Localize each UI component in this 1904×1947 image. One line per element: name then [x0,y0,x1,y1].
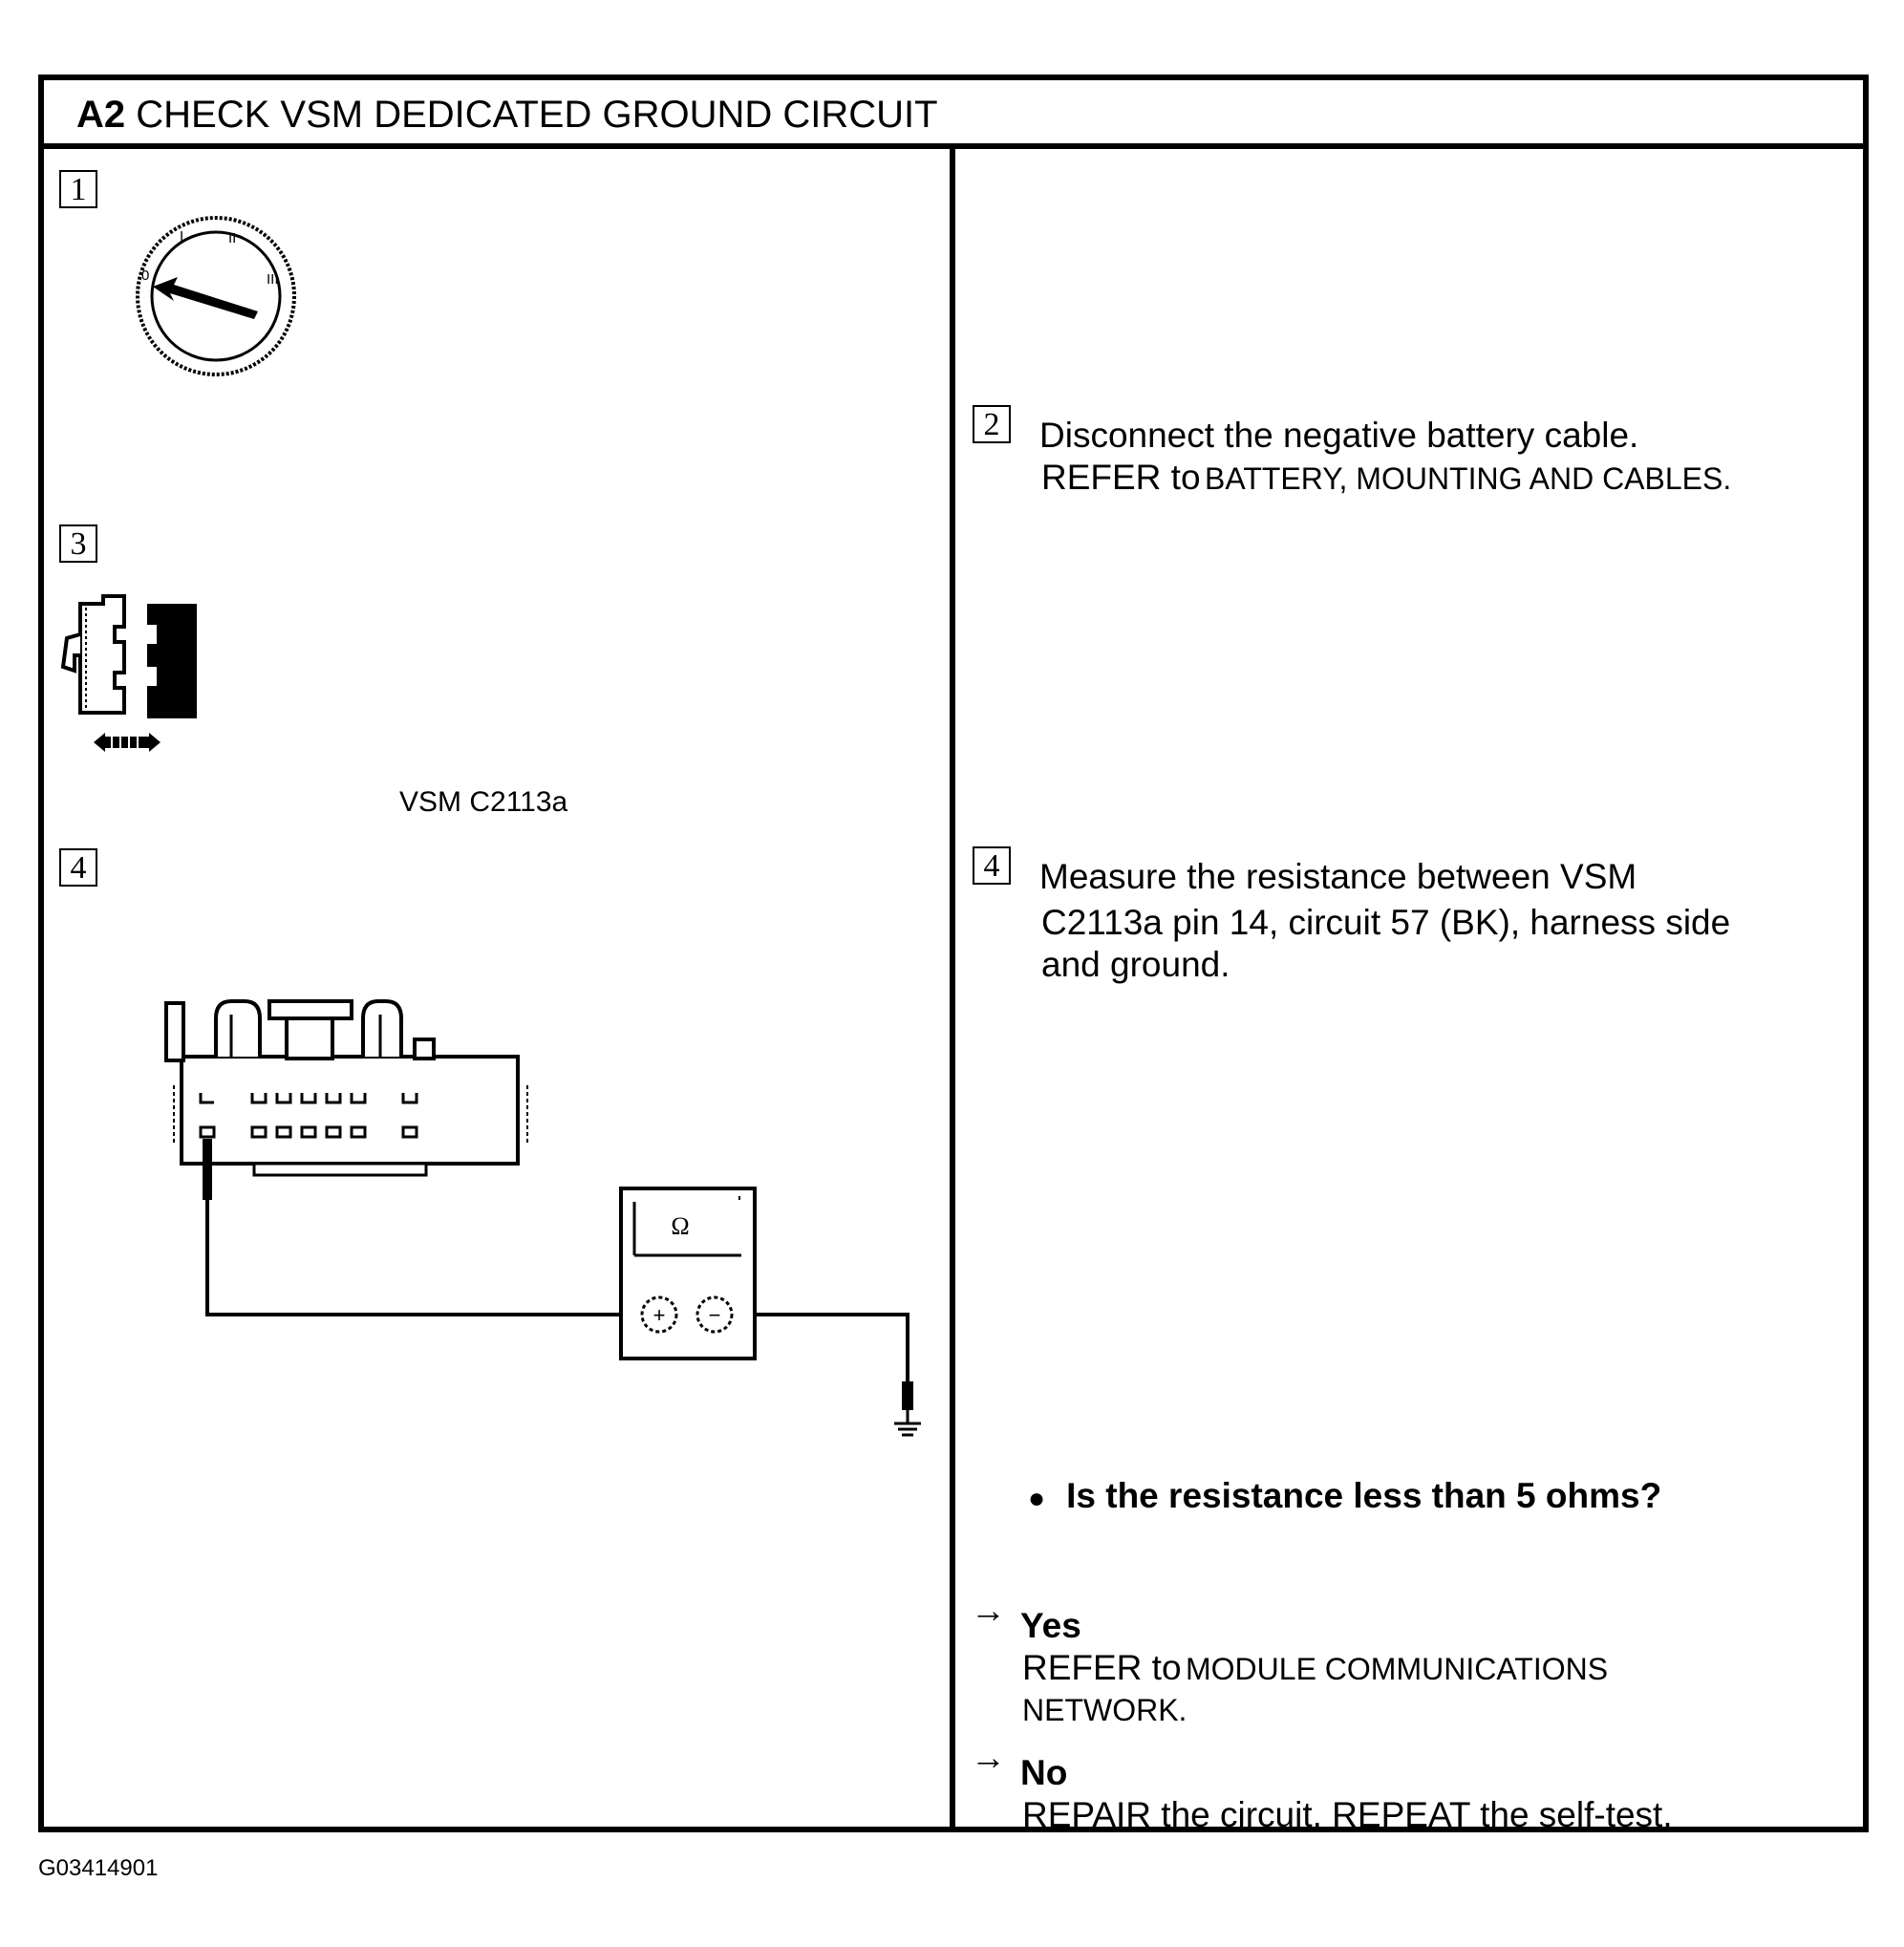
yes-arrow-icon: → [971,1591,1006,1630]
ohm-symbol: Ω [671,1212,689,1240]
procedure-header: A2 CHECK VSM DEDICATED GROUND CIRCUIT [44,80,1863,149]
step-number-2: 2 [973,405,1011,443]
no-instruction: REPAIR the circuit. REPEAT the self-test… [1022,1795,1673,1834]
bullet-icon: ● [1028,1483,1046,1514]
resistance-test-diagram: Ω + − [164,999,921,1437]
document-id: G03414901 [38,1855,159,1881]
step-number-3: 3 [59,524,97,563]
no-label: No [1020,1753,1068,1792]
question-bullet: ● Is the resistance less than 5 ohms? [1028,1475,1661,1520]
reference-target-module-comm[interactable]: MODULE COMMUNICATIONS [1186,1652,1609,1686]
test-probe-icon [203,1139,212,1200]
plus-symbol: + [653,1303,666,1327]
vsm-connector-c2113a-icon [164,999,528,1177]
yes-refer-to-label: REFER to [1022,1648,1182,1687]
ohmmeter-icon: Ω + − [619,1187,757,1360]
procedure-frame: A2 CHECK VSM DEDICATED GROUND CIRCUIT 1 … [38,75,1869,1834]
column-divider [950,149,955,1827]
step-id: A2 [76,94,126,136]
reference-target-module-comm-line-2[interactable]: NETWORK. [1022,1693,1187,1727]
minus-symbol: − [709,1303,721,1327]
step-4-instruction-line-2: C2113a pin 14, circuit 57 (BK), harness … [1041,903,1731,942]
refer-to-label: REFER to [1041,458,1201,497]
step-title: CHECK VSM DEDICATED GROUND CIRCUIT [136,94,938,136]
disconnect-connector-icon [60,594,197,752]
step-2-instruction: Disconnect the negative battery cable. [1039,416,1639,455]
step-number-4-left: 4 [59,848,97,887]
ignition-pos-3: III [267,271,279,288]
reference-target-battery[interactable]: BATTERY, MOUNTING AND CABLES. [1205,461,1732,496]
yes-label: Yes [1020,1606,1081,1645]
question-text: Is the resistance less than 5 ohms? [1066,1476,1662,1515]
step-number-4-right: 4 [973,846,1011,885]
ground-symbol-icon [894,1410,921,1437]
step-4-instruction-line-1: Measure the resistance between VSM [1039,857,1637,896]
ground-probe-icon [902,1381,913,1410]
test-lead-positive [205,1200,625,1316]
ignition-pos-2: II [228,230,236,246]
ignition-pos-1: I [180,228,183,245]
ignition-switch-icon: 0 I II III [136,216,296,376]
ignition-pos-0: 0 [141,267,149,284]
test-lead-negative [755,1313,909,1381]
connector-label: VSM C2113a [399,786,568,818]
step-number-1: 1 [59,170,97,208]
yes-reference: REFER to MODULE COMMUNICATIONS [1022,1647,1608,1697]
step-2-reference: REFER to BATTERY, MOUNTING AND CABLES. [1041,457,1731,506]
no-arrow-icon: → [971,1738,1006,1777]
step-4-instruction-line-3: and ground. [1041,945,1230,984]
page-title: A2 CHECK VSM DEDICATED GROUND CIRCUIT [76,94,938,137]
